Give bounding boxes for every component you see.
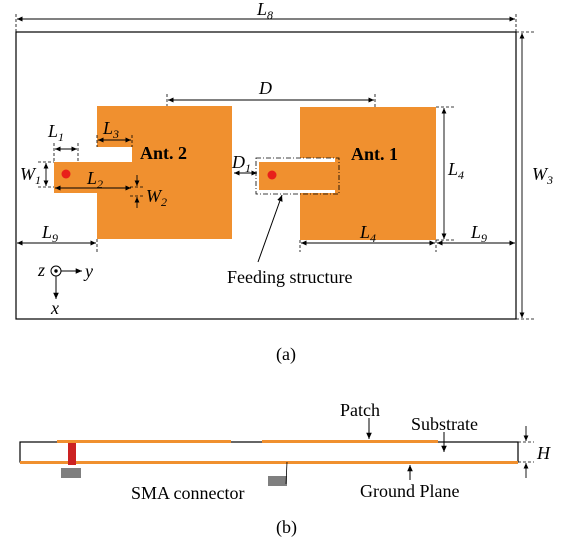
feeding-structure-pointer	[257, 194, 283, 263]
dim-L9-right-label: L9	[470, 222, 487, 245]
side-view: H Patch Substrate Ground Plane SMA conne…	[19, 400, 551, 538]
dim-W1-label: W1	[20, 164, 41, 187]
sma-connector-body-left	[61, 468, 81, 478]
dim-L2-label: L2	[86, 168, 103, 191]
sma-connector-body-right	[268, 476, 287, 486]
patch-layer-left	[57, 440, 231, 443]
dim-L9-left-label: L9	[41, 222, 58, 245]
dim-L3-label: L3	[102, 118, 119, 141]
dim-H-label: H	[536, 443, 551, 463]
sma-pointer	[285, 461, 288, 485]
ant2-label: Ant. 2	[140, 143, 187, 163]
caption-b: (b)	[276, 517, 297, 538]
sma-pin	[68, 443, 76, 465]
ant1-patch	[300, 107, 436, 240]
top-view: L8 W3 Ant. 2 Ant. 1 D L1 L3	[15, 0, 553, 365]
ant1-label: Ant. 1	[351, 144, 398, 164]
ant2-feed-point	[61, 169, 71, 179]
patch-label: Patch	[340, 400, 380, 420]
ground-plane-layer	[20, 461, 518, 464]
dim-L4-right-label: L4	[447, 159, 464, 182]
dim-L4-bottom-label: L4	[359, 222, 376, 245]
axis-x-label: x	[50, 298, 59, 318]
sma-connector-label: SMA connector	[131, 483, 244, 503]
substrate-label: Substrate	[411, 414, 478, 434]
axis-y-label: y	[83, 261, 93, 281]
feeding-structure-box	[255, 157, 340, 195]
ant1-feed-point	[267, 170, 277, 180]
dim-W3-label: W3	[532, 164, 553, 187]
coordinate-axes: z y x	[37, 260, 93, 318]
dim-L1-label: L1	[47, 121, 64, 144]
ground-plane-label: Ground Plane	[360, 481, 459, 501]
patch-layer-right	[262, 440, 438, 443]
dim-W2-label: W2	[146, 186, 167, 209]
ant2-patch	[54, 106, 232, 239]
substrate-layer	[19, 441, 519, 463]
feeding-structure-label: Feeding structure	[227, 267, 352, 287]
substrate-outline	[15, 31, 517, 320]
dim-D1-label: D1	[231, 152, 251, 175]
axis-z-label: z	[37, 260, 45, 280]
caption-a: (a)	[276, 344, 296, 365]
dim-L8-label: L8	[256, 0, 273, 22]
dim-D-label: D	[258, 78, 272, 98]
